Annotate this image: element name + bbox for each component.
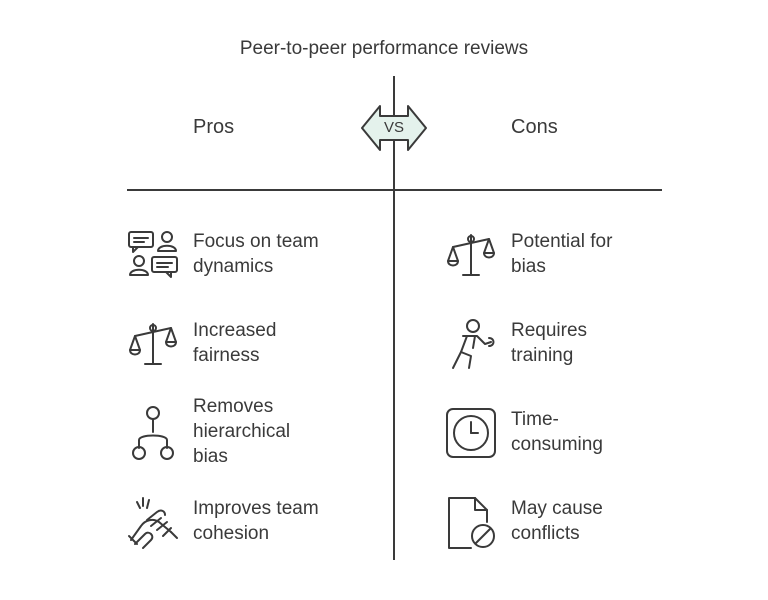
hierarchy-icon [127,406,183,462]
document-prohibited-icon [445,496,501,552]
cons-item-label: Potential for bias [511,231,613,277]
scale-icon [127,318,183,374]
pros-item-label: Removes hierarchical bias [193,396,291,467]
vs-label: VS [383,119,404,136]
vertical-divider [393,76,395,560]
cons-item-label: Time- consuming [511,409,603,455]
horizontal-divider [127,189,662,191]
cons-heading: Cons [511,116,558,138]
pros-item-label: Focus on team dynamics [193,231,319,277]
clock-icon [445,407,501,463]
handshake-icon [127,496,183,552]
vs-badge: VS [360,102,428,154]
cons-item-label: Requires training [511,320,588,366]
pros-item-label: Improves team cohesion [193,498,319,544]
scale-icon [445,229,501,285]
team-chat-icon [127,229,183,285]
diagram-title: Peer-to-peer performance reviews [239,38,529,59]
cons-item-label: May cause conflicts [511,498,603,544]
vs-arrow-shape [361,105,427,151]
pros-heading: Pros [193,116,235,138]
pros-item-label: Increased fairness [193,320,277,366]
training-person-icon [445,318,501,374]
